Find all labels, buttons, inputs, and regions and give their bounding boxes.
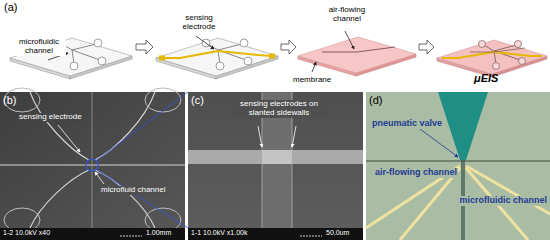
chip-top [156,38,278,76]
reservoir [515,41,522,48]
part-label: microfluid channel [100,186,166,195]
part-label: sensing electrodes on slanted sidewalls [230,100,328,118]
leader-line [58,125,80,152]
device-top [437,40,547,74]
zoom-circle [86,159,98,171]
scale-label: 1.00mm [146,229,171,237]
scale-bar [120,236,142,237]
part-label: pneumatic valve [371,119,443,129]
device-label: μEIS [474,72,498,84]
reservoir [216,62,224,70]
leader-line [312,62,316,72]
panel-letter: (c) [191,94,204,106]
sensing-electrode [366,166,550,240]
step-arrow [136,40,153,54]
process-arrow [281,40,296,54]
electrode-outline [30,170,89,228]
process-arrow [419,40,434,54]
sem-background [0,92,185,240]
electrode-outline [95,92,155,160]
sem-footer [188,228,363,240]
panel-letter: (d) [369,94,382,106]
air-flowing-channel [366,160,550,161]
sem-image-b [0,88,185,240]
chip-step-2 [156,36,278,79]
leader-line [292,126,296,147]
membrane [298,37,416,73]
zoom-line [97,170,188,228]
chip-step-1 [10,38,132,79]
part-label: microfluidic channel [458,196,548,206]
leader-line [196,36,214,49]
membrane-layer [298,31,416,76]
microfluidic-channel [92,92,93,228]
sensing-electrode [162,51,272,58]
sem-footer-text: 1-1 10.0kV x1.00k [191,229,247,237]
panel-letter: (a) [4,1,17,13]
chip-top [10,38,132,76]
reservoir [98,57,106,65]
panel-letter: (b) [3,94,16,106]
step-arrow [419,40,434,54]
sensing-electrode [442,52,542,58]
sem-background [188,92,363,240]
scale-bar [300,236,322,237]
sem-image-c [188,92,363,240]
leader-line [258,126,262,147]
part-label: air-flowing channel [318,6,376,24]
reservoir [244,57,252,65]
part-label: air-flowing channel [374,168,458,178]
micrograph-background [366,92,550,240]
reservoir [240,39,248,47]
leader-line [420,129,458,157]
sensing-electrode [188,150,363,164]
part-label: membrane [292,76,332,85]
part-label: sensing electrode [172,14,226,32]
step-arrow [281,40,296,54]
reservoir [479,41,486,48]
reservoir [519,58,526,65]
reservoir [70,62,78,70]
reservoir [493,63,500,70]
electrode-pad [145,88,181,112]
electrode-outline [30,92,89,160]
part-label: microfluidic channel [12,38,66,56]
micrograph-d [366,92,550,240]
electrode-pad [4,88,40,112]
scale-label: 50.0um [326,229,349,237]
microfluidic-channel [62,44,100,64]
air-flowing-channel [470,48,525,52]
microfluidic-channel [438,92,488,160]
electrode-outline [95,170,155,228]
sem-footer [0,228,185,240]
air-flowing-channel [322,47,395,52]
part-label: sensing electrode [18,113,83,122]
reservoir [94,39,102,47]
process-arrow [136,40,153,54]
zoom-line [97,92,188,160]
electrode-pad [269,54,275,59]
sem-footer-text: 1-2 10.0kV x40 [3,229,50,237]
electrode-pad [159,56,165,61]
assembled-device [437,40,547,77]
sensing-electrode [262,150,292,164]
leader-line [345,31,354,49]
microfluidic-channel [0,164,185,165]
